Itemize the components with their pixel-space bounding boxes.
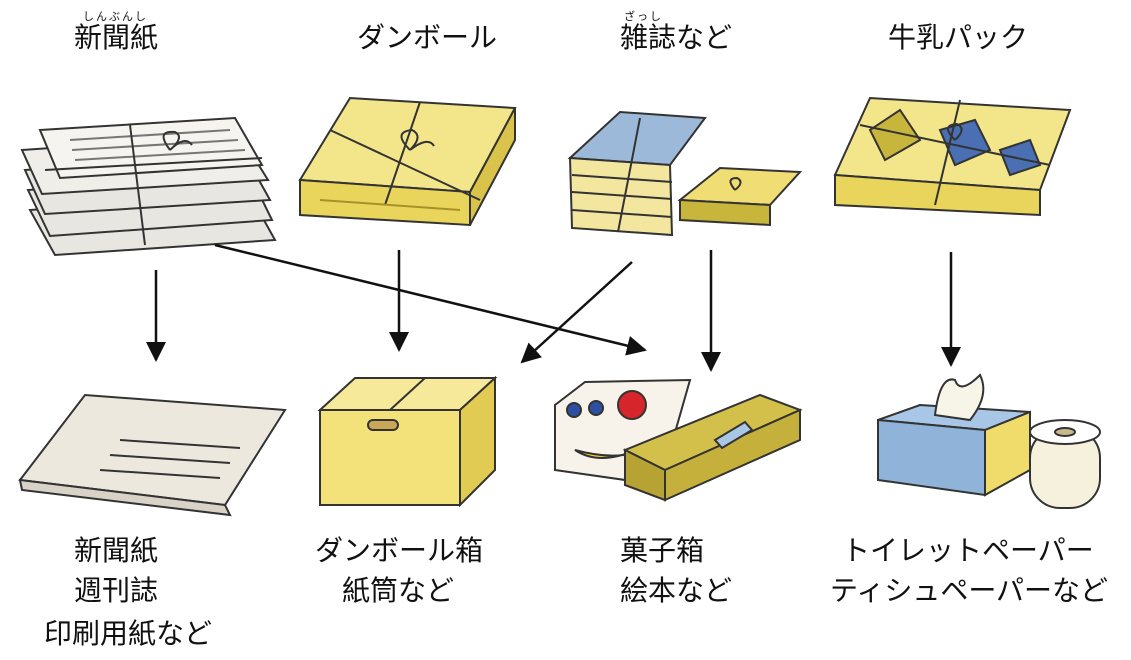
magazines-source-label: 雑誌など bbox=[620, 21, 733, 54]
tissue-and-toilet-paper-illustration bbox=[877, 373, 1101, 509]
newspaper-bundle-illustration bbox=[20, 116, 277, 257]
newspaper-product-line-3: 印刷用紙など bbox=[44, 617, 213, 650]
newspaper-source-label: 新聞紙 bbox=[74, 21, 159, 54]
milk-carton-bundle-illustration bbox=[833, 96, 1072, 217]
boxes-product-line-2: 絵本など bbox=[620, 574, 733, 607]
newspaper-ruby: しんぶんし bbox=[83, 10, 148, 23]
magazines-ruby: ざっし bbox=[624, 10, 663, 23]
arrow-newspaper-to-boxes bbox=[214, 243, 647, 356]
arrow-magazines-to-cardboard bbox=[520, 261, 633, 364]
newspaper-product-line-2: 週刊誌 bbox=[74, 574, 159, 607]
newspaper-product-line-1: 新聞紙 bbox=[74, 534, 159, 567]
tissue-product-line-1: トイレットペーパー bbox=[842, 534, 1094, 567]
milk-carton-source-label: 牛乳パック bbox=[888, 21, 1029, 54]
recycling-arrows bbox=[146, 243, 961, 372]
cardboard-product-line-2: 紙筒など bbox=[342, 574, 455, 607]
sweets-box-illustration bbox=[554, 378, 803, 502]
cardboard-source-label: ダンボール bbox=[357, 21, 498, 54]
cardboard-box-illustration bbox=[317, 375, 498, 508]
cardboard-bundle-illustration bbox=[298, 96, 517, 227]
boxes-product-line-1: 菓子箱 bbox=[620, 534, 705, 567]
magazines-bundle-illustration bbox=[567, 110, 803, 237]
tissue-product-line-2: ティシュペーパーなど bbox=[830, 574, 1109, 607]
cardboard-product-line-1: ダンボール箱 bbox=[315, 534, 484, 567]
newspaper-product-illustration bbox=[18, 393, 287, 517]
